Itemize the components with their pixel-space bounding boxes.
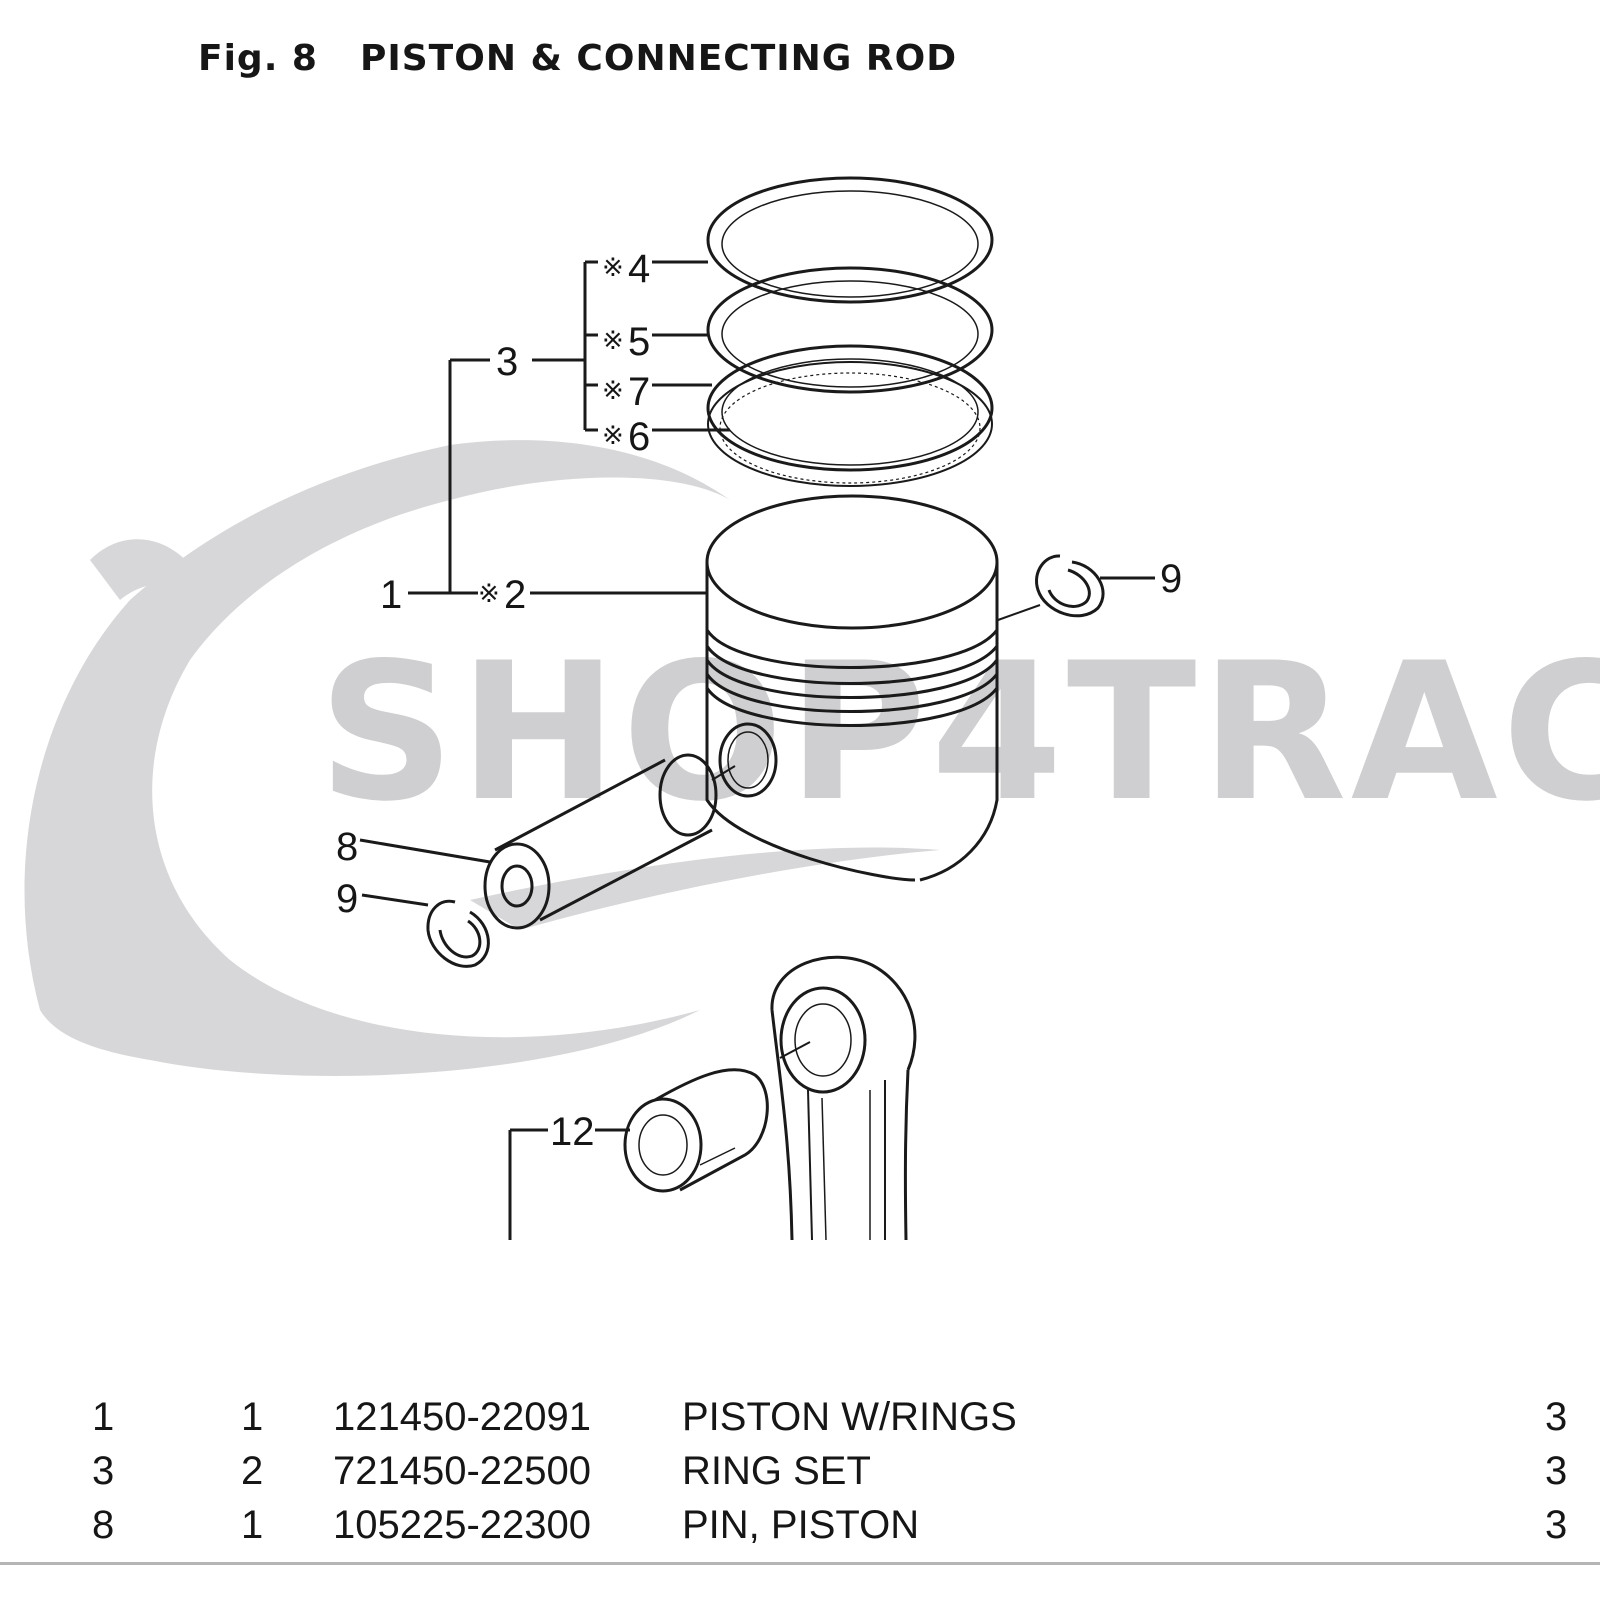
part-number: 121450-22091 [333,1395,592,1439]
circlip-left [426,899,490,968]
diagram-canvas: SHOP4TRAC [24,176,1600,1241]
callout-6: 6 [628,415,650,459]
star-mark-7: ※ [602,375,624,405]
part-number: 721450-22500 [333,1449,592,1493]
callout-4: 4 [628,247,650,291]
table-row: 1 1 121450-22091 PISTON W/RINGS 3 [0,1395,1600,1449]
callout-3: 3 [496,340,518,384]
watermark-text: SHOP4TRAC [318,622,1600,843]
callout-9-right: 9 [1160,557,1182,601]
ref-number: 8 [92,1503,115,1547]
ref-number: 1 [92,1395,115,1439]
figure-title: Fig. 8 PISTON & CONNECTING ROD [198,38,957,79]
star-mark-6: ※ [602,420,624,450]
leader-lines [359,260,1155,1240]
callout-9-left: 9 [336,877,358,921]
part-number: 105225-22300 [333,1503,592,1547]
table-row: 8 1 105225-22300 PIN, PISTON 3 [0,1503,1600,1557]
parts-list-table: 1 1 121450-22091 PISTON W/RINGS 3 3 2 72… [0,1395,1600,1557]
star-mark-4: ※ [602,252,624,282]
unit-count: 3 [1545,1395,1568,1439]
ref-number: 3 [92,1449,115,1493]
part-description: PIN, PISTON [682,1503,920,1547]
circlip-right [1035,554,1105,618]
part-description: PISTON W/RINGS [682,1395,1017,1439]
star-mark-2: ※ [478,578,500,608]
piston-pin [483,753,736,930]
exploded-parts-diagram: SHOP4TRAC [24,176,1600,1241]
bottom-divider [0,1562,1600,1565]
figure-number: Fig. 8 [198,38,318,79]
star-mark-5: ※ [602,325,624,355]
unit-count: 3 [1545,1503,1568,1547]
quantity: 1 [241,1503,264,1547]
callout-8: 8 [336,825,358,869]
quantity: 1 [241,1395,264,1439]
callout-2: 2 [504,573,526,617]
callout-12: 12 [550,1110,595,1154]
callout-5: 5 [628,320,650,364]
callout-labels: 1 ※ 2 3 ※ 4 ※ 5 ※ 7 ※ 6 9 8 9 12 [336,247,1182,1154]
callout-1: 1 [380,573,402,617]
piston-rings [706,176,994,487]
connecting-rod [770,955,917,1241]
unit-count: 3 [1545,1449,1568,1493]
quantity: 2 [241,1449,264,1493]
watermark-logo [24,440,940,1076]
callout-7: 7 [628,370,650,414]
table-row: 3 2 721450-22500 RING SET 3 [0,1449,1600,1503]
piston-body [705,494,999,882]
small-end-bushing [623,1041,811,1193]
figure-heading: PISTON & CONNECTING ROD [359,38,958,79]
part-description: RING SET [682,1449,871,1493]
